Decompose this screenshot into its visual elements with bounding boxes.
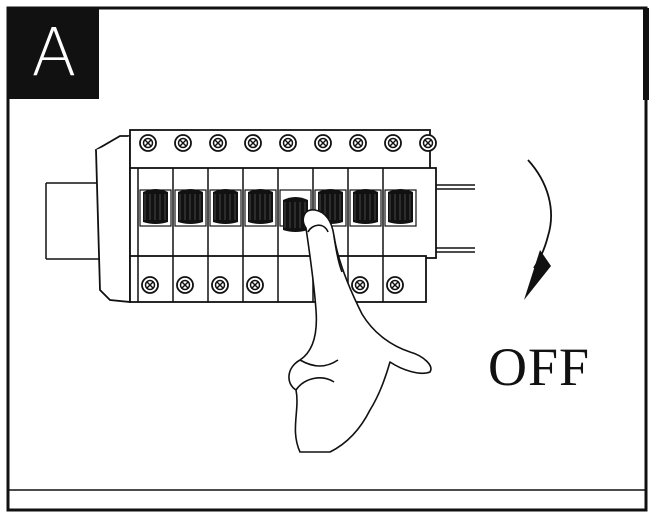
din-rail	[45, 182, 475, 260]
lever	[388, 189, 413, 224]
off-instruction-label: OFF	[488, 337, 591, 397]
screw-icon	[141, 276, 159, 294]
breaker-module	[207, 168, 242, 302]
screw-icon	[209, 134, 227, 152]
screw-icon	[351, 276, 369, 294]
lever	[248, 189, 273, 224]
screw-icon	[386, 276, 404, 294]
hand-icon	[288, 209, 432, 453]
breaker-module	[277, 168, 312, 302]
breaker-module	[137, 168, 172, 302]
screw-icon	[211, 276, 229, 294]
panel-letter-badge: A	[9, 7, 99, 99]
lever	[353, 189, 378, 224]
screw-icon	[246, 276, 264, 294]
screw-icon	[419, 134, 437, 152]
screw-icon	[349, 134, 367, 152]
screw-icon	[176, 276, 194, 294]
screw-icon	[279, 134, 297, 152]
breaker-module	[172, 168, 207, 302]
breaker-module	[382, 168, 417, 302]
lever	[213, 189, 238, 224]
breaker-module	[242, 168, 277, 302]
screw-icon	[174, 134, 192, 152]
screw-icon	[314, 134, 332, 152]
lever-pressed	[283, 197, 308, 232]
breaker-module	[347, 168, 382, 302]
lever	[178, 189, 203, 224]
curved-arrow-icon	[524, 159, 552, 300]
screw-icon	[384, 134, 402, 152]
screw-icon	[139, 134, 157, 152]
screw-icon	[244, 134, 262, 152]
lever	[143, 189, 168, 224]
panel-frame	[6, 6, 648, 512]
